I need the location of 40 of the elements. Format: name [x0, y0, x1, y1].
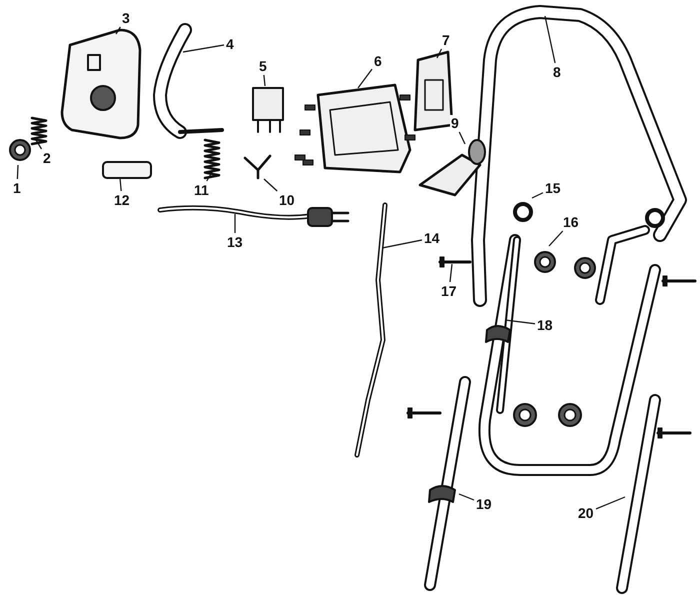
- callout-number: 16: [562, 214, 580, 230]
- leader-line: [182, 44, 224, 53]
- callout-number: 4: [225, 36, 235, 52]
- leader-line: [544, 16, 556, 64]
- callout-number: 3: [121, 10, 131, 26]
- leader-line: [458, 493, 474, 501]
- callout-number: 20: [577, 505, 595, 521]
- callout-number: 5: [258, 58, 268, 74]
- callout-number: 9: [450, 115, 460, 131]
- leader-line: [548, 230, 564, 246]
- leader-line: [119, 178, 122, 192]
- callout-number: 15: [544, 180, 562, 196]
- leader-line: [458, 132, 466, 144]
- leader-line: [206, 172, 213, 182]
- leader-line: [532, 192, 544, 199]
- leader-line: [263, 74, 266, 86]
- callout-number: 12: [113, 192, 131, 208]
- leader-line: [16, 164, 19, 180]
- callout-number: 13: [226, 234, 244, 250]
- leader-line: [382, 239, 422, 249]
- leader-line: [596, 496, 626, 510]
- leader-line: [358, 68, 372, 88]
- callout-number: 8: [552, 64, 562, 80]
- callout-number: 18: [536, 317, 554, 333]
- callout-number: 17: [440, 283, 458, 299]
- callout-number: 7: [441, 32, 451, 48]
- callout-number: 1: [12, 180, 22, 196]
- leader-line: [264, 178, 278, 192]
- leader-line: [35, 140, 42, 150]
- leader-line: [436, 48, 442, 58]
- callout-number: 14: [423, 230, 441, 246]
- callout-number: 11: [193, 182, 210, 198]
- callout-number: 10: [278, 192, 296, 208]
- leader-line: [116, 26, 121, 34]
- callout-number: 6: [373, 53, 383, 69]
- leader-line: [234, 214, 236, 233]
- leader-line: [504, 319, 536, 324]
- leader-line: [449, 264, 453, 282]
- callout-number: 2: [42, 150, 52, 166]
- callout-number: 19: [475, 496, 493, 512]
